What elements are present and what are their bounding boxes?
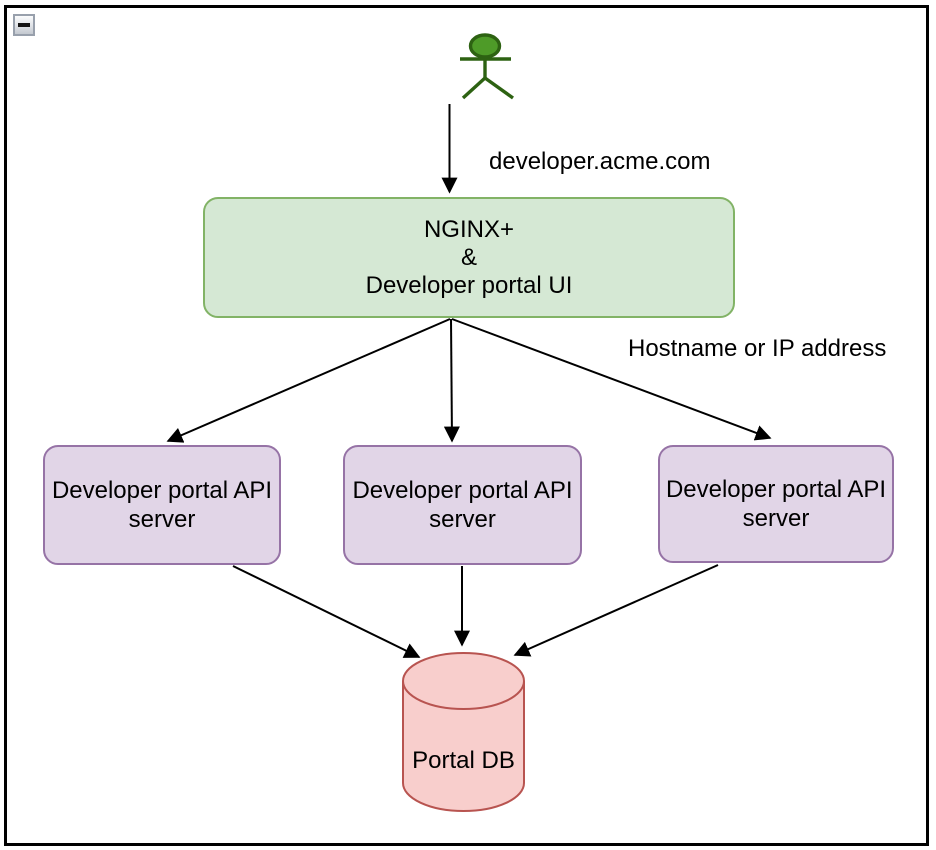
- diagram-frame: [4, 5, 929, 846]
- api-server-label: Developer portal API server: [352, 477, 573, 533]
- edge-gateway-api-middle[interactable]: [443, 318, 460, 443]
- edges: [166, 104, 772, 658]
- collapse-button[interactable]: [13, 14, 35, 36]
- api-server-label: Developer portal API server: [665, 476, 887, 532]
- db-cylinder-body: [402, 681, 525, 812]
- api-server-label: Developer portal API server: [51, 477, 273, 533]
- actor-left-leg: [461, 76, 487, 100]
- minus-icon: [18, 23, 30, 27]
- gateway-label: NGINX+ & Developer portal UI: [365, 215, 573, 299]
- edge-api-right-db[interactable]: [513, 564, 719, 657]
- db-cylinder-top: [402, 652, 525, 710]
- portal-db-label: Portal DB: [412, 747, 515, 774]
- edge-gateway-api-right[interactable]: [451, 318, 772, 441]
- actor-right-leg: [484, 76, 514, 100]
- api-server-node-middle[interactable]: Developer portal API server: [343, 445, 582, 565]
- portal-db-node[interactable]: [402, 652, 525, 812]
- routing-label[interactable]: Hostname or IP address: [628, 335, 887, 362]
- nginx-gateway-node[interactable]: NGINX+ & Developer portal UI: [203, 197, 735, 318]
- user-actor-icon[interactable]: [460, 33, 514, 100]
- edge-api-left-db[interactable]: [232, 565, 421, 658]
- api-server-node-right[interactable]: Developer portal API server: [658, 445, 894, 563]
- request-domain-label[interactable]: developer.acme.com: [489, 148, 711, 175]
- api-server-node-left[interactable]: Developer portal API server: [43, 445, 281, 565]
- actor-head: [468, 33, 502, 59]
- edge-gateway-api-left[interactable]: [166, 318, 451, 443]
